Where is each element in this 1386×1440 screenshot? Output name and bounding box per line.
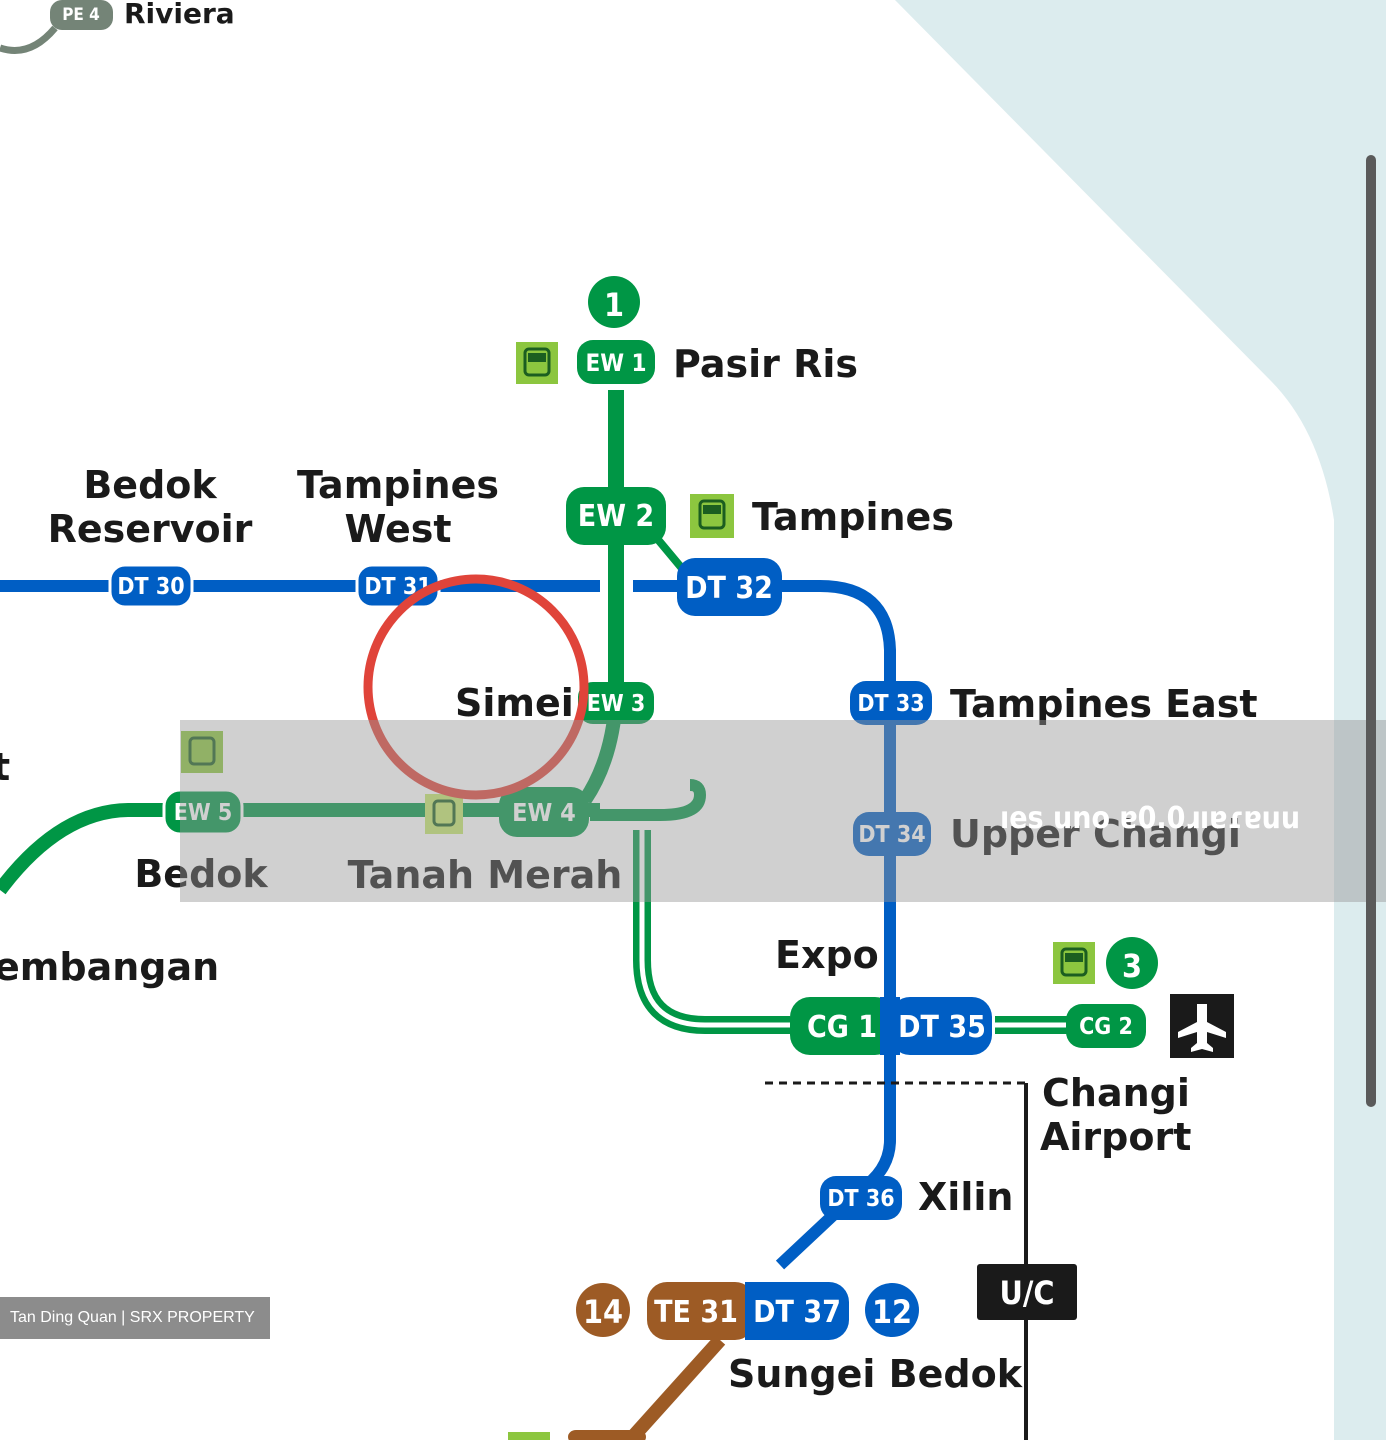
simei-code-badge[interactable]: [578, 682, 654, 724]
changi-airport-bus-no: 3: [1122, 947, 1142, 985]
sungei-bedok-name: Sungei Bedok: [728, 1352, 1023, 1396]
expo-cg-code-badge[interactable]: [790, 997, 895, 1055]
bus-icon: [1053, 942, 1095, 984]
simei-code: EW 3: [587, 691, 646, 717]
te-line-number: 14: [583, 1293, 623, 1331]
pasir-ris-bus-no-badge: [588, 276, 640, 328]
kembangan-name: embangan: [0, 945, 219, 989]
tampines-west-name-2: West: [344, 507, 451, 551]
bus-icon: [690, 494, 734, 538]
tampines-dt-code-badge[interactable]: [677, 558, 782, 616]
tanah-merah-name: Tanah Merah: [348, 853, 623, 897]
photo-credit: Tan Ding Quan | SRX PROPERTY: [0, 1297, 270, 1339]
bedok-reservoir-name-2: Reservoir: [48, 507, 253, 551]
changi-airport-name-2: Airport: [1040, 1115, 1191, 1159]
bedok-code-badge[interactable]: [162, 788, 244, 836]
expo-dt-code-badge[interactable]: [890, 997, 992, 1055]
pasir-ris-code-badge[interactable]: [577, 340, 655, 384]
tampines-east-code: DT 33: [857, 691, 924, 717]
bus-icon: [516, 342, 558, 384]
sea-area: [895, 0, 1386, 1440]
tanah-merah-code-badge[interactable]: [499, 787, 589, 837]
tanah-merah-branch: [590, 779, 707, 821]
overlay-band: [180, 720, 1386, 902]
dt-line: [0, 580, 896, 1270]
tampines-west-name-1: Tampines: [297, 463, 499, 507]
expo-badge-joint: [880, 997, 900, 1055]
bedok-reservoir-code-badge[interactable]: [108, 563, 194, 609]
sungei-bedok-te-code-badge[interactable]: [647, 1282, 755, 1340]
tampines-east-name: Tampines East: [950, 682, 1258, 726]
xilin-code: DT 36: [827, 1186, 894, 1212]
tampines-ew-code: EW 2: [578, 499, 654, 534]
pasir-ris-name: Pasir Ris: [673, 342, 858, 386]
expo-cg-code: CG 1: [807, 1010, 877, 1045]
bedok-name: Bedok: [134, 852, 268, 896]
highlight-circle: [363, 574, 589, 800]
tampines-ew-code-badge[interactable]: [566, 487, 666, 545]
partial-station-name: t: [0, 745, 10, 789]
upper-changi-code: DT 34: [858, 822, 925, 848]
tampines-dt-code: DT 32: [685, 571, 773, 606]
te-line: [624, 1335, 726, 1440]
dt-line-number: 12: [872, 1293, 912, 1331]
expo-name: Expo: [775, 933, 879, 977]
partial-bus-icon: [508, 1432, 550, 1440]
simei-name: Simei: [455, 681, 574, 725]
uc-badge: [977, 1264, 1077, 1320]
sungei-bedok-dt-code-badge[interactable]: [745, 1282, 849, 1340]
upper-changi-name: Upper Changi: [950, 812, 1241, 856]
partial-te-badge: [568, 1430, 646, 1440]
overlay-text: ıes uno ɐ0.0ɹıɐɾɐuu: [1000, 801, 1300, 836]
xilin-code-badge[interactable]: [820, 1176, 902, 1220]
pe-line: [0, 25, 58, 54]
sungei-bedok-te-code: TE 31: [654, 1295, 738, 1330]
riviera-code-badge[interactable]: [50, 0, 113, 30]
cg-line-inner: [639, 830, 1070, 1028]
expo-dt-code: DT 35: [898, 1010, 986, 1045]
tampines-name: Tampines: [752, 495, 954, 539]
dt-line-number-badge: [865, 1283, 919, 1337]
riviera-name: Riviera: [124, 0, 235, 30]
tanah-merah-code: EW 4: [512, 798, 576, 827]
upper-changi-code-badge[interactable]: [853, 812, 931, 856]
bedok-reservoir-name-1: Bedok: [83, 463, 217, 507]
changi-airport-code: CG 2: [1079, 1014, 1133, 1040]
ew-line-west: [0, 803, 600, 895]
te-line-number-badge: [576, 1283, 630, 1337]
bedok-code: EW 5: [174, 800, 233, 826]
uc-label: U/C: [999, 1274, 1054, 1312]
changi-airport-bus-no-badge: [1106, 937, 1158, 989]
riviera-code: PE 4: [62, 5, 100, 25]
pasir-ris-bus-no: 1: [604, 286, 624, 324]
airplane-icon: [1170, 994, 1234, 1058]
bus-icon: [425, 794, 463, 834]
bedok-reservoir-code: DT 30: [117, 574, 184, 600]
changi-airport-name-1: Changi: [1042, 1071, 1190, 1115]
changi-airport-code-badge[interactable]: [1066, 1004, 1146, 1048]
bus-icon: [181, 731, 223, 773]
sungei-bedok-badge-joint: [745, 1282, 765, 1340]
sungei-bedok-dt-code: DT 37: [753, 1295, 841, 1330]
scrollbar[interactable]: [1366, 155, 1376, 1107]
tampines-east-code-badge[interactable]: [850, 681, 932, 725]
pasir-ris-code: EW 1: [585, 349, 646, 377]
xilin-name: Xilin: [918, 1175, 1013, 1219]
